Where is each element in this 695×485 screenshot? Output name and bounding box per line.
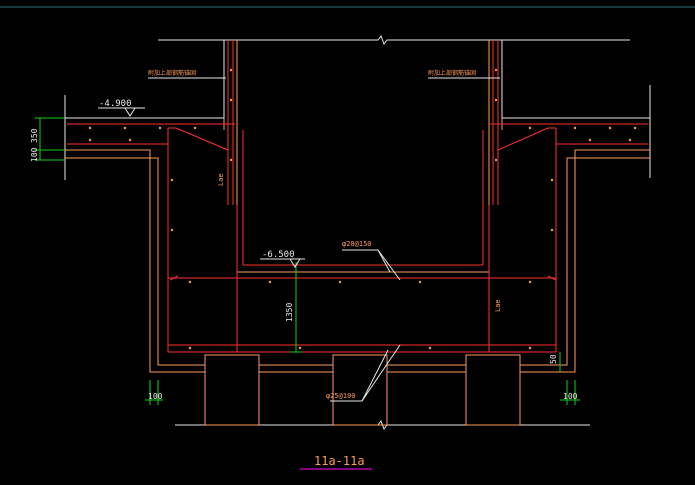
rebar-dot [428,346,432,350]
rebar-dot [494,68,498,72]
dim-left-100-label: 100 [30,147,39,162]
rebar-dot [123,126,127,130]
rebar-dot [170,228,174,232]
lae-left-label: Lae [217,173,225,186]
rebar-dot [550,178,554,182]
rebar-dot [229,158,233,162]
right-corner-bar [497,127,549,151]
note-left-label: 附加上部钢筋锚固 [148,69,196,77]
left-step-outer [65,149,205,373]
left-corner-bar [175,127,229,151]
lae-right-label: Lae [494,299,502,312]
rebar-dot [418,280,422,284]
dim-bottom-right-label: 100 [563,392,578,401]
right-step-outer [520,149,650,373]
rebar-dot [298,346,302,350]
elev-pit-triangle [289,258,301,268]
elevation-markers [98,77,500,402]
elev-pit-label: -6.500 [262,250,295,260]
rebar-dot [633,126,637,130]
right-step-inner [520,157,650,366]
rebar-dot [338,280,342,284]
rebar-dot [229,68,233,72]
dim-right-50-label: 50 [549,354,558,364]
note-right-label: 附加上部钢筋锚固 [428,69,476,77]
pile-middle [332,354,388,426]
rebar-dot [528,346,532,350]
rebar-dot [170,178,174,182]
dimension-lines [35,117,580,405]
pile-right [465,354,521,426]
rebar-dot [528,280,532,284]
dim-bottom-left-label: 100 [148,392,163,401]
rebar-dots [88,68,637,350]
rebar-dot [188,280,192,284]
rebar-bottom-label: φ25@100 [326,392,356,400]
rebar-dot [494,98,498,102]
concrete-outline [65,40,650,426]
rebar-dot [528,126,532,130]
dim-left-350-label: 350 [30,128,39,143]
rebar-dot [88,126,92,130]
structure-lines [64,34,651,431]
elev-top-triangle [124,107,136,117]
rebar-dot [229,98,233,102]
rebar-dot [158,126,162,130]
rebar-top-leader-2 [377,249,391,273]
rebar-dot [268,280,272,284]
elev-top-label: -4.900 [99,99,132,109]
rebar-dot [193,126,197,130]
section-title: 11a-11a [314,454,365,468]
rebar-tick [169,275,179,281]
rebar-lines [67,40,648,353]
rebar-dot [628,138,632,142]
rebar-dot [188,346,192,350]
rebar-top-label: φ20@150 [342,240,372,248]
rebar-dot [128,138,132,142]
top-break-line [158,34,630,46]
rebar-bottom-leader-2 [361,344,401,402]
rebar-dot [550,228,554,232]
left-step-inner [65,157,205,366]
rebar-dot [588,138,592,142]
rebar-dot [573,126,577,130]
dim-depth-label: 1350 [285,303,294,322]
rebar-dot [608,126,612,130]
rebar-tick [547,275,557,281]
pile-left [204,354,260,426]
rebar-dot [494,158,498,162]
rebar-dot [88,138,92,142]
